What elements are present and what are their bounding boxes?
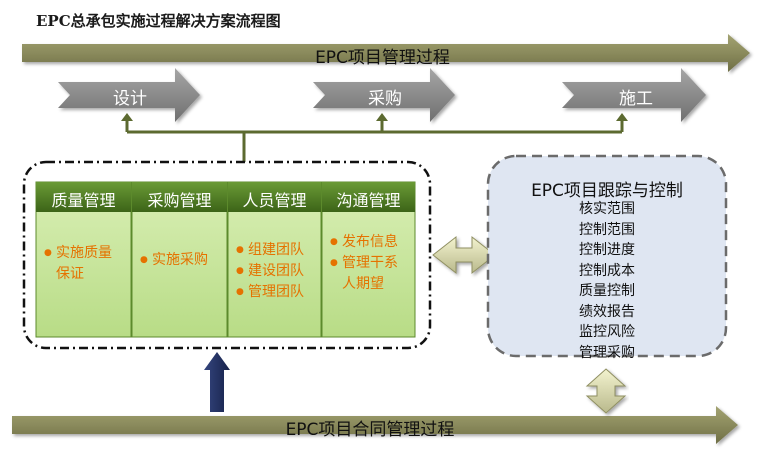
column-header-quality: 质量管理 — [51, 191, 116, 210]
tracking-item: 监控风险 — [579, 324, 635, 340]
bidirectional-arrow-horizontal — [432, 235, 496, 275]
phase-arrow-procurement — [313, 68, 455, 122]
list-item: 发布信息 — [330, 232, 408, 253]
column-header-communication: 沟通管理 — [336, 191, 401, 210]
bottom-banner-label: EPC项目合同管理过程 — [285, 420, 455, 440]
up-arrow — [204, 352, 230, 412]
tracking-item: 核实范围 — [579, 201, 635, 217]
phase-label-construction: 施工 — [619, 89, 653, 109]
tracking-item: 绩效报告 — [579, 303, 635, 320]
tracking-list: 核实范围 控制范围 控制进度 控制成本 质量控制 绩效报告 监控风险 管理采购 — [488, 199, 726, 363]
column-header-procurement: 采购管理 — [147, 191, 212, 210]
phase-arrow-construction — [562, 68, 706, 122]
tracking-item: 质量控制 — [579, 283, 635, 299]
bidirectional-arrow-vertical — [585, 368, 627, 414]
phase-label-procurement: 采购 — [368, 89, 402, 109]
tracking-item: 管理采购 — [579, 344, 635, 361]
list-item: 实施质量保证 — [44, 243, 124, 285]
tracking-box — [486, 154, 728, 358]
phase-label-design: 设计 — [113, 89, 147, 109]
list-item: 建设团队 — [236, 261, 316, 282]
list-item: 管理干系人期望 — [330, 253, 408, 295]
column-header-staff: 人员管理 — [242, 191, 307, 210]
tracking-item: 控制成本 — [579, 262, 635, 279]
connector-arrowheads — [121, 113, 628, 121]
column-list-staff: 组建团队 建设团队 管理团队 — [236, 240, 316, 303]
column-list-procurement: 实施采购 — [140, 250, 224, 271]
management-group-frame — [22, 160, 432, 350]
list-item: 管理团队 — [236, 282, 316, 303]
phase-connector — [125, 120, 624, 162]
column-list-quality: 实施质量保证 — [44, 243, 124, 285]
top-banner-label: EPC项目管理过程 — [315, 48, 450, 68]
phase-arrow-design — [58, 68, 200, 122]
column-list-communication: 发布信息 管理干系人期望 — [330, 232, 408, 295]
tracking-item: 控制进度 — [579, 242, 635, 258]
list-item: 组建团队 — [236, 240, 316, 261]
diagram-title: EPC总承包实施过程解决方案流程图 — [36, 12, 281, 30]
bottom-banner-arrow — [12, 406, 738, 444]
list-item: 实施采购 — [140, 250, 224, 271]
tracking-title: EPC项目跟踪与控制 — [531, 181, 683, 201]
tracking-item: 控制范围 — [579, 221, 635, 238]
top-banner-arrow — [22, 34, 750, 72]
